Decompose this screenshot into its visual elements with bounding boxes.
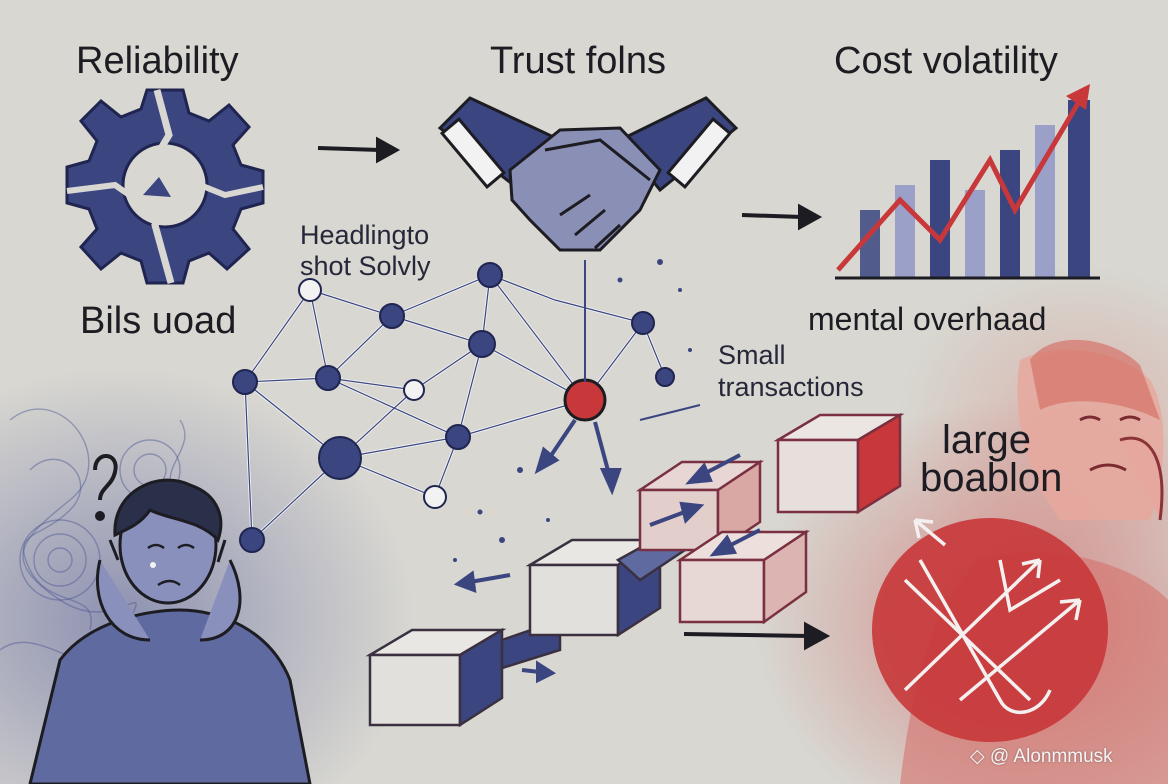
particle-dots: [453, 259, 692, 562]
network-nodes: [232, 262, 675, 553]
trust-title: Trust folns: [490, 40, 666, 82]
watermark-logo-icon: ◇: [970, 746, 985, 767]
reliability-title: Reliability: [76, 40, 239, 82]
small-transactions-line2: transactions: [718, 372, 864, 402]
bils-label: Bils uoad: [80, 300, 237, 342]
tangled-arrows-sphere-icon: [872, 518, 1108, 742]
cost-volatility-title: Cost volatility: [834, 40, 1058, 82]
confused-person-icon: [28, 454, 312, 784]
broken-gear-icon: [65, 88, 265, 285]
mental-overhead-label: mental overhaad: [808, 301, 1047, 337]
handshake-icon: [437, 96, 739, 252]
arrow-icon: [741, 203, 823, 231]
headling-label-line1: Headlingto: [300, 220, 430, 250]
large-label-line2: boablon: [920, 456, 1063, 500]
large-label-line1: large: [942, 418, 1031, 462]
watermark: ◇ @ Alonmmusk: [970, 747, 1113, 766]
rising-chart-icon: [835, 84, 1100, 280]
small-transactions-line1: Small: [718, 340, 786, 370]
headling-label-line2: shot Solvly: [300, 251, 431, 281]
watermark-text: @ Alonmmusk: [989, 746, 1113, 767]
arrow-icon: [317, 136, 401, 164]
arrow-icon: [453, 453, 761, 684]
block-chain-icon: [365, 412, 905, 728]
arrow-icon: [683, 621, 831, 651]
arrow-icon: [534, 404, 701, 496]
